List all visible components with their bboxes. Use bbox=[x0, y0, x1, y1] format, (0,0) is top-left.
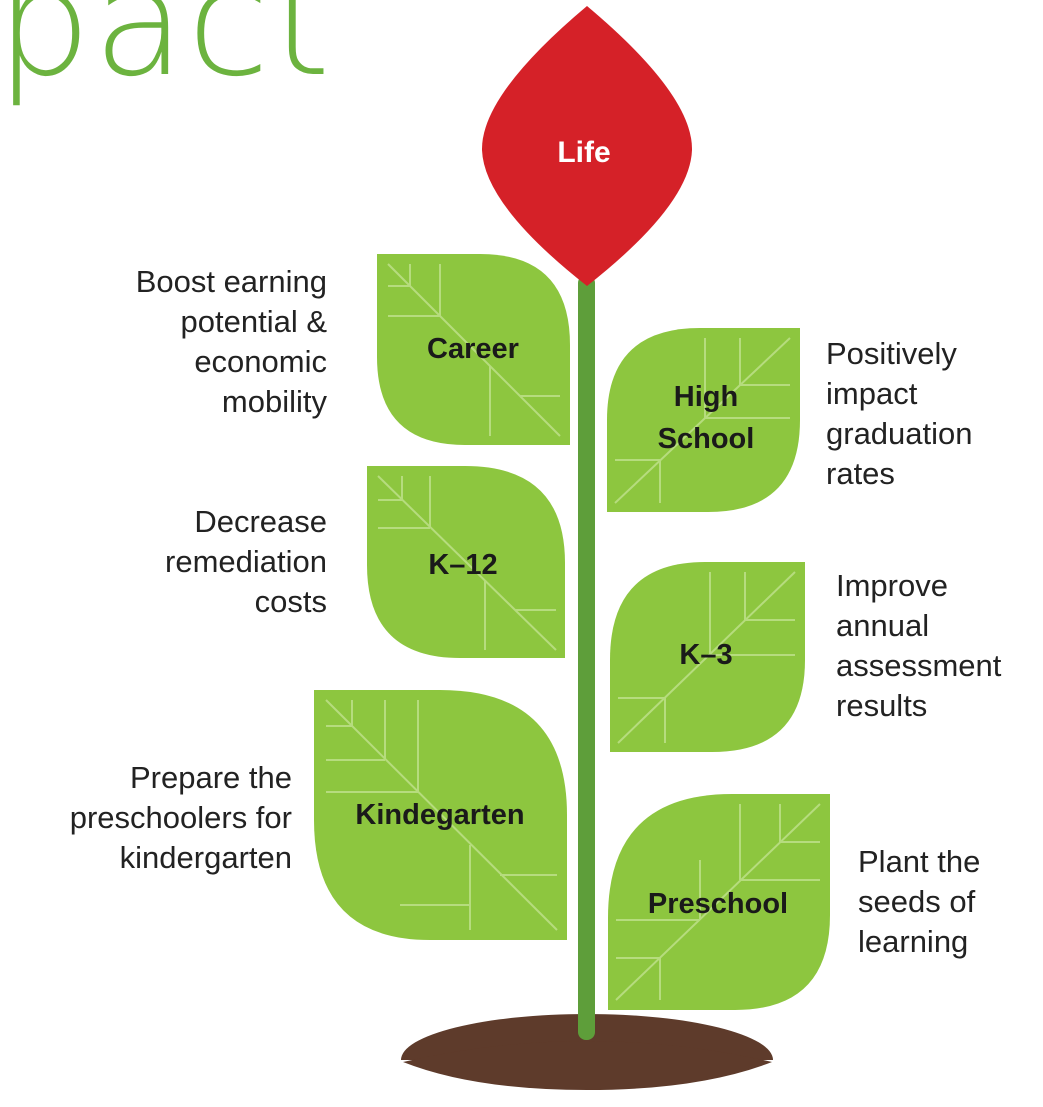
leaf-career: Career bbox=[377, 254, 570, 445]
leaf-kindergarten: Kindegarten bbox=[314, 690, 567, 940]
description-preschool: Plant the seeds of learning bbox=[858, 844, 981, 959]
leaf-label-k3: K–3 bbox=[679, 639, 732, 671]
leaf-label-high-school-2: School bbox=[658, 423, 755, 455]
page-title: pact bbox=[0, 0, 333, 110]
description-k12: Decrease remediation costs bbox=[165, 504, 327, 619]
flower-label-life: Life bbox=[557, 136, 610, 169]
leaf-high-school: High School bbox=[607, 328, 800, 512]
leaf-preschool: Preschool bbox=[608, 794, 830, 1010]
leaf-label-kindergarten: Kindegarten bbox=[355, 799, 524, 831]
leaf-label-preschool: Preschool bbox=[648, 888, 788, 920]
soil-mound-base bbox=[403, 1041, 772, 1090]
description-kindergarten: Prepare the preschoolers for kindergarte… bbox=[69, 760, 292, 875]
leaf-label-k12: K–12 bbox=[428, 549, 497, 581]
leaf-k12: K–12 bbox=[367, 466, 565, 658]
stem bbox=[578, 275, 595, 1040]
leaf-k3: K–3 bbox=[610, 562, 805, 752]
description-career: Boost earning potential & economic mobil… bbox=[135, 264, 327, 419]
leaf-label-high-school-1: High bbox=[674, 381, 738, 413]
description-high-school: Positively impact graduation rates bbox=[826, 336, 973, 491]
description-k3: Improve annual assessment results bbox=[836, 568, 1002, 723]
leaf-label-career: Career bbox=[427, 333, 519, 365]
life-flower bbox=[481, 6, 693, 286]
